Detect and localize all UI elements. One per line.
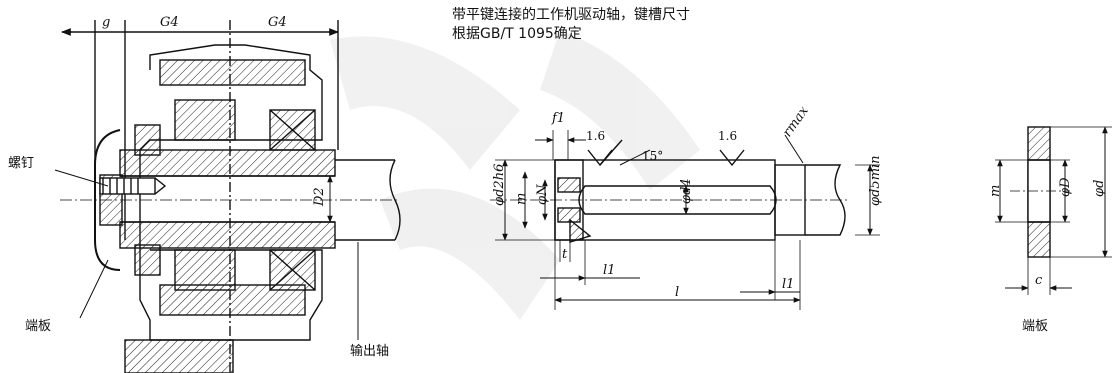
end-plate-drawing: [995, 126, 1112, 295]
note-line-2: 根据GB/T 1095确定: [452, 26, 582, 42]
dim-f1: f1: [551, 111, 565, 126]
shaft-drawing: [490, 130, 880, 310]
dim-l1-right: l1: [782, 277, 794, 292]
screw-label: 螺钉: [8, 156, 34, 171]
dim-d2h6: φd2h6: [492, 164, 507, 206]
watermark: [330, 30, 700, 320]
dim-g4-right: G4: [268, 15, 287, 30]
output-shaft-label: 输出轴: [350, 343, 389, 359]
plate-dim-d: φd: [1092, 180, 1107, 197]
dim-rmax: rmax: [780, 103, 812, 140]
assembly-section-view: [54, 20, 401, 373]
dim-t: t: [562, 247, 568, 262]
plate-dim-D: φD: [1058, 177, 1073, 197]
plate-dim-m: m: [988, 185, 1003, 197]
dim-g4-left: G4: [160, 15, 179, 30]
roughness-2: 1.6: [718, 129, 737, 143]
dim-dn: φN: [535, 184, 550, 205]
chamfer-angle: 15°: [642, 149, 663, 163]
end-plate-label: 端板: [25, 319, 51, 334]
plate-dim-c: c: [1035, 273, 1043, 288]
dim-l: l: [675, 285, 679, 300]
dim-g: g: [102, 15, 110, 30]
dim-d2: D2: [312, 187, 327, 207]
note-line-1: 带平键连接的工作机驱动轴，键槽尺寸: [452, 7, 690, 23]
plate-caption: 端板: [1022, 319, 1048, 334]
dim-l1-left: l1: [603, 263, 615, 278]
design-note: 带平键连接的工作机驱动轴，键槽尺寸 根据GB/T 1095确定: [452, 6, 690, 44]
dim-m: m: [514, 193, 529, 205]
dim-d4: φd4: [679, 178, 694, 204]
dim-d5min: φd5min: [868, 155, 883, 206]
roughness-1: 1.6: [586, 129, 605, 143]
